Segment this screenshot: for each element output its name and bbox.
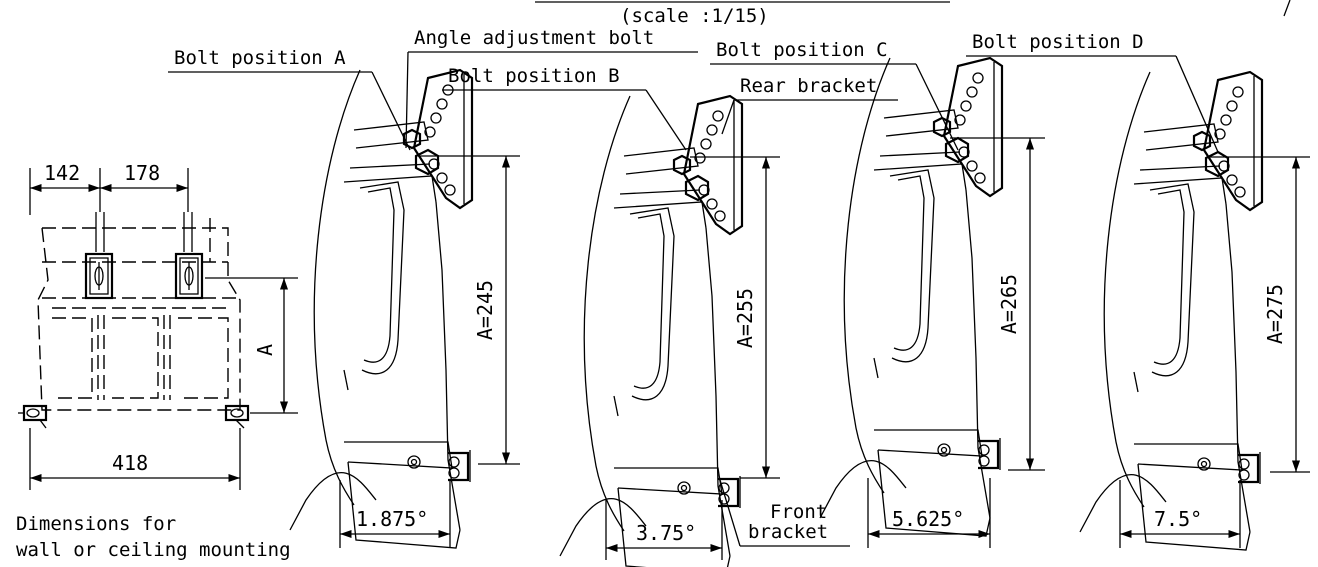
label-angle-adjustment-bolt: Angle adjustment bolt (414, 27, 654, 49)
side-view-d: A=275 7.5° (1078, 70, 1310, 552)
label-front-bracket-line2: bracket (748, 521, 828, 543)
height-d: A=275 (1263, 284, 1287, 344)
wall-note-line2: wall or ceiling mounting (16, 539, 291, 561)
height-c: A=265 (997, 274, 1021, 334)
side-view-c: A=265 5.625° (818, 56, 1045, 548)
dim-178: 178 (124, 161, 160, 185)
angle-a: 1.875° (356, 507, 428, 531)
side-view-b: A=255 3.75° (558, 94, 780, 567)
height-a: A=245 (473, 280, 497, 340)
label-front-bracket-line1: Front (770, 501, 827, 523)
angle-d: 7.5° (1154, 507, 1202, 531)
front-view: 142 178 (16, 161, 298, 561)
label-bolt-position-d: Bolt position D (972, 31, 1144, 53)
height-b: A=255 (733, 288, 757, 348)
dim-142: 142 (44, 161, 80, 185)
wall-note-line1: Dimensions for (16, 513, 176, 535)
label-bolt-position-c: Bolt position C (716, 39, 888, 61)
angle-c: 5.625° (892, 507, 964, 531)
dim-418: 418 (112, 451, 148, 475)
label-rear-bracket: Rear bracket (740, 75, 877, 97)
angle-b: 3.75° (636, 521, 696, 545)
dim-a: A (253, 344, 277, 356)
label-bolt-position-b: Bolt position B (448, 65, 620, 87)
label-bolt-position-a: Bolt position A (174, 47, 346, 69)
side-view-a: A=245 1.875° (288, 68, 520, 550)
scale-note: (scale :1/15) (620, 5, 769, 27)
